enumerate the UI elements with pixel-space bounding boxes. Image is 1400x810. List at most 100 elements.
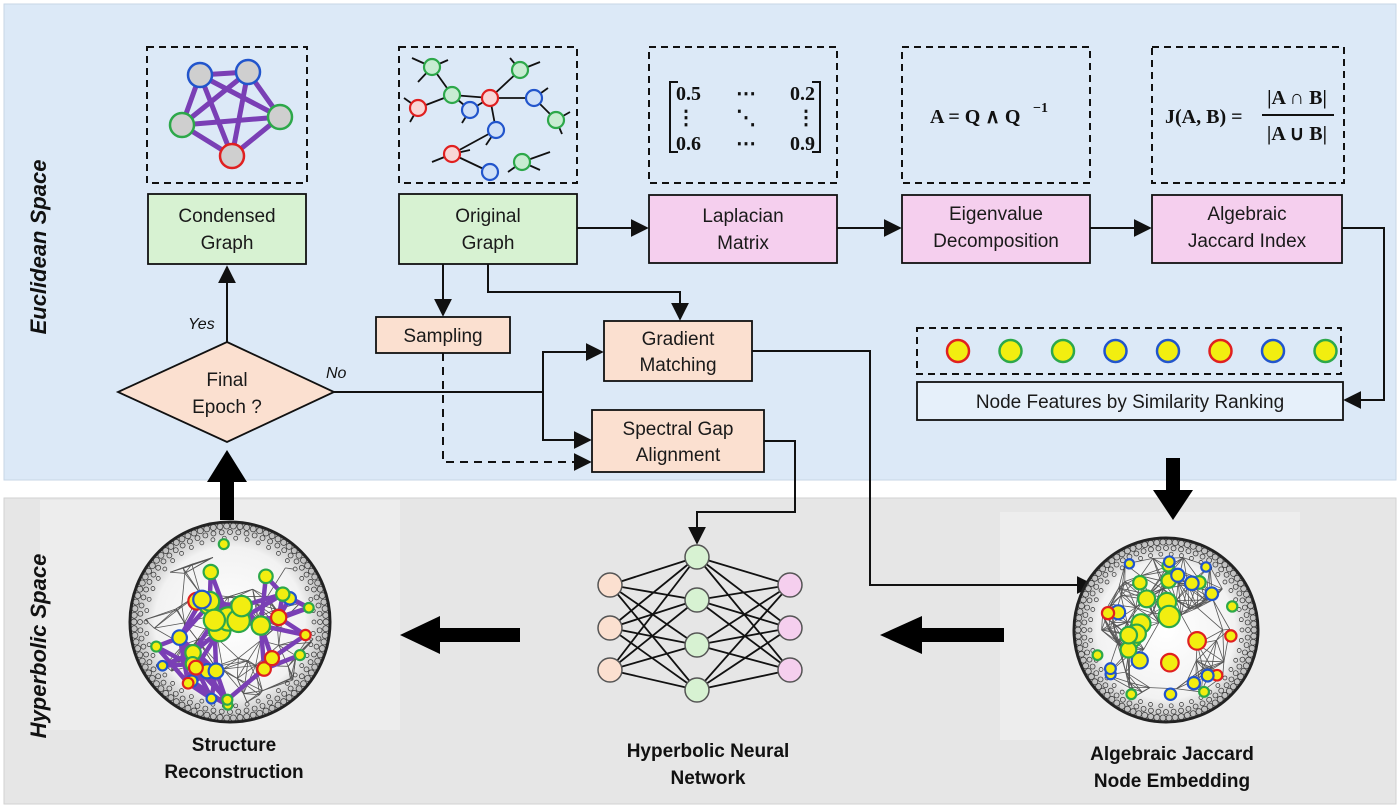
cell-edge: [191, 564, 201, 594]
boundary-cell: [298, 564, 305, 571]
boundary-cell: [157, 551, 165, 559]
cell-edge: [216, 638, 224, 670]
embedded-node: [293, 648, 307, 662]
boundary-cell: [1228, 676, 1235, 683]
boundary-cell: [1086, 597, 1093, 604]
node-features-box: [916, 381, 1344, 421]
boundary-cell: [1111, 683, 1117, 688]
boundary-cell: [300, 680, 307, 688]
cell-edge: [1186, 660, 1197, 681]
boundary-cell: [304, 562, 312, 569]
cell-edge: [153, 608, 177, 629]
eigen-exponent: −1: [1033, 101, 1048, 116]
boundary-cell: [203, 525, 211, 533]
nn-connection: [696, 669, 791, 691]
boundary-cell: [1084, 585, 1092, 593]
boundary-cell: [178, 535, 186, 543]
embedded-node: [1130, 651, 1149, 670]
boundary-cell: [290, 689, 298, 697]
boundary-cell: [1216, 695, 1224, 703]
cell-edge: [1222, 628, 1230, 631]
boundary-cell: [170, 681, 176, 686]
nn-connection: [696, 599, 791, 671]
cell-edge: [175, 604, 183, 610]
boundary-cell: [314, 579, 322, 587]
boundary-cell: [243, 707, 250, 714]
boundary-cell: [132, 638, 140, 646]
nn-connection: [609, 669, 698, 691]
condensed-node: [186, 61, 214, 89]
boundary-cell: [236, 714, 244, 721]
boundary-cell: [209, 524, 217, 531]
boundary-cell: [1088, 637, 1094, 643]
matrix-cell: 0.6: [676, 133, 701, 155]
embedded-node: [263, 650, 281, 667]
boundary-cell: [1082, 590, 1089, 598]
boundary-cell: [1107, 687, 1114, 694]
embedded-node: [192, 589, 212, 610]
boundary-cell: [276, 551, 281, 556]
boundary-cell: [255, 698, 261, 704]
boundary-cell: [1223, 571, 1230, 578]
embedded-node: [1200, 561, 1212, 573]
boundary-cell: [137, 627, 144, 634]
boundary-cell: [1195, 708, 1203, 715]
boundary-cell: [268, 532, 276, 540]
boundary-cell: [321, 632, 329, 639]
boundary-cell: [1119, 565, 1125, 571]
nn-neuron: [777, 572, 803, 598]
boundary-cell: [1232, 670, 1239, 677]
boundary-cell: [287, 685, 294, 692]
cell-edge: [1177, 582, 1182, 615]
boundary-cell: [1230, 683, 1237, 690]
embedded-node: [207, 662, 225, 680]
boundary-cell: [1088, 580, 1095, 587]
nn-connection: [696, 584, 791, 646]
boundary-cell: [130, 611, 138, 619]
cell-edge: [1175, 600, 1190, 610]
cell-edge: [1176, 688, 1202, 693]
boundary-cell: [1201, 547, 1208, 555]
boundary-cell: [1089, 663, 1096, 670]
boundary-cell: [1211, 553, 1219, 561]
boundary-cell: [1140, 706, 1147, 712]
boundary-cell: [1138, 699, 1143, 704]
boundary-cell: [311, 651, 317, 658]
boundary-cell: [150, 653, 156, 658]
eigen-label-1: Eigenvalue: [949, 204, 1043, 225]
boundary-cell: [1236, 648, 1242, 653]
boundary-cell: [1189, 556, 1194, 561]
embedded-node: [181, 676, 195, 690]
cell-edge: [1124, 581, 1137, 608]
boundary-cell: [1185, 548, 1192, 554]
boundary-cell: [143, 651, 149, 658]
laplacian-box: [648, 194, 838, 264]
boundary-cell: [218, 529, 225, 536]
nn-neuron: [597, 657, 623, 683]
nn-connection: [609, 584, 698, 646]
boundary-cell: [276, 688, 281, 693]
boundary-cell: [1206, 696, 1213, 703]
boundary-cell: [1170, 708, 1177, 715]
embedding-caption-1: Algebraic Jaccard: [1090, 744, 1254, 765]
boundary-cell: [316, 651, 324, 659]
jaccard-label-2: Jaccard Index: [1188, 231, 1307, 252]
boundary-cell: [162, 547, 170, 555]
thick-arrows: [207, 450, 1193, 654]
boundary-cell: [153, 680, 160, 688]
embedded-node: [1100, 605, 1116, 621]
boundary-cell: [320, 598, 328, 606]
cell-edge: [182, 568, 186, 574]
boundary-cell: [1228, 588, 1234, 593]
cell-edge: [222, 657, 239, 670]
boundary-cell: [1141, 712, 1149, 719]
spectral-gap-box: [591, 409, 765, 473]
embedded-node: [1187, 631, 1207, 651]
boundary-cell: [1135, 542, 1143, 550]
feature-dot: [1155, 338, 1181, 364]
nn-connection: [609, 584, 698, 691]
boundary-cell: [236, 523, 244, 530]
boundary-cell: [146, 596, 152, 602]
embedded-node: [275, 586, 291, 602]
boundary-cell: [313, 594, 320, 601]
